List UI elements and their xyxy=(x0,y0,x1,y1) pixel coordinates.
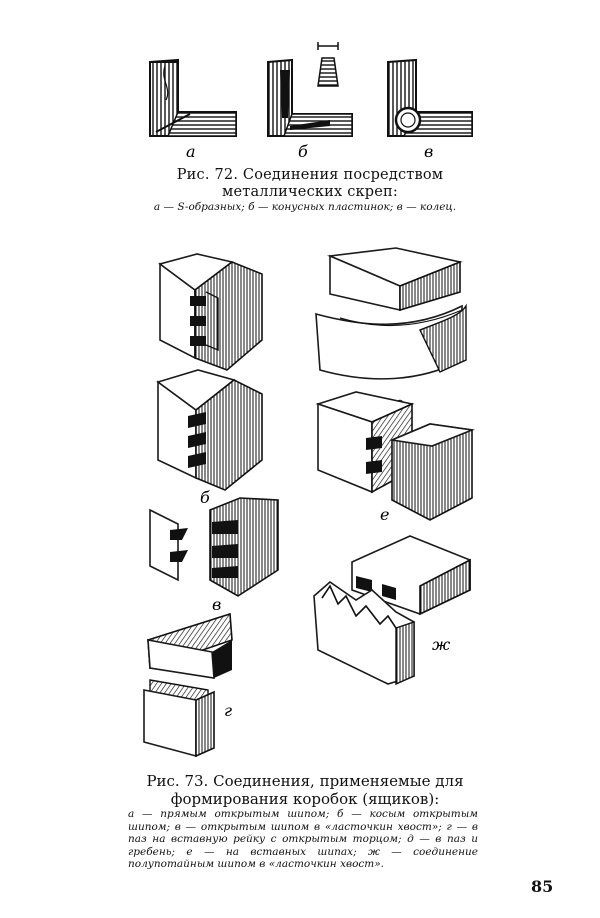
figure-73-legend: а — прямым открытым шипом; б — косым отк… xyxy=(128,808,478,870)
label-72v: в xyxy=(424,142,433,161)
label-73e: е xyxy=(380,505,389,524)
joint-72b xyxy=(267,42,353,137)
figure-73-drawing: а б в г д xyxy=(143,247,476,758)
joint-72v xyxy=(387,58,473,137)
joint-72a xyxy=(149,58,237,137)
label-72a: а xyxy=(186,142,196,161)
joint-73v xyxy=(149,497,279,597)
label-73v: в xyxy=(212,595,221,614)
figure-73-caption: Рис. 73. Соединения, применяемые для фор… xyxy=(146,772,464,808)
joint-73a xyxy=(158,253,263,371)
label-72b: б xyxy=(298,142,308,161)
figure-72-drawing: а б в xyxy=(149,42,473,161)
figure-72-caption: Рис. 72. Соединения посредством металлич… xyxy=(176,167,444,200)
joint-73e xyxy=(315,391,476,521)
joint-73zh xyxy=(313,535,471,686)
joint-73b xyxy=(156,369,263,491)
label-73g: г xyxy=(224,701,232,720)
label-73b: б xyxy=(200,488,210,507)
page-number: 85 xyxy=(531,877,554,896)
joint-73d xyxy=(315,247,467,380)
joint-73g xyxy=(143,612,233,758)
label-73zh: ж xyxy=(432,635,451,654)
figure-72-legend: а — S-образных; б — конусных пластинок; … xyxy=(153,201,457,213)
